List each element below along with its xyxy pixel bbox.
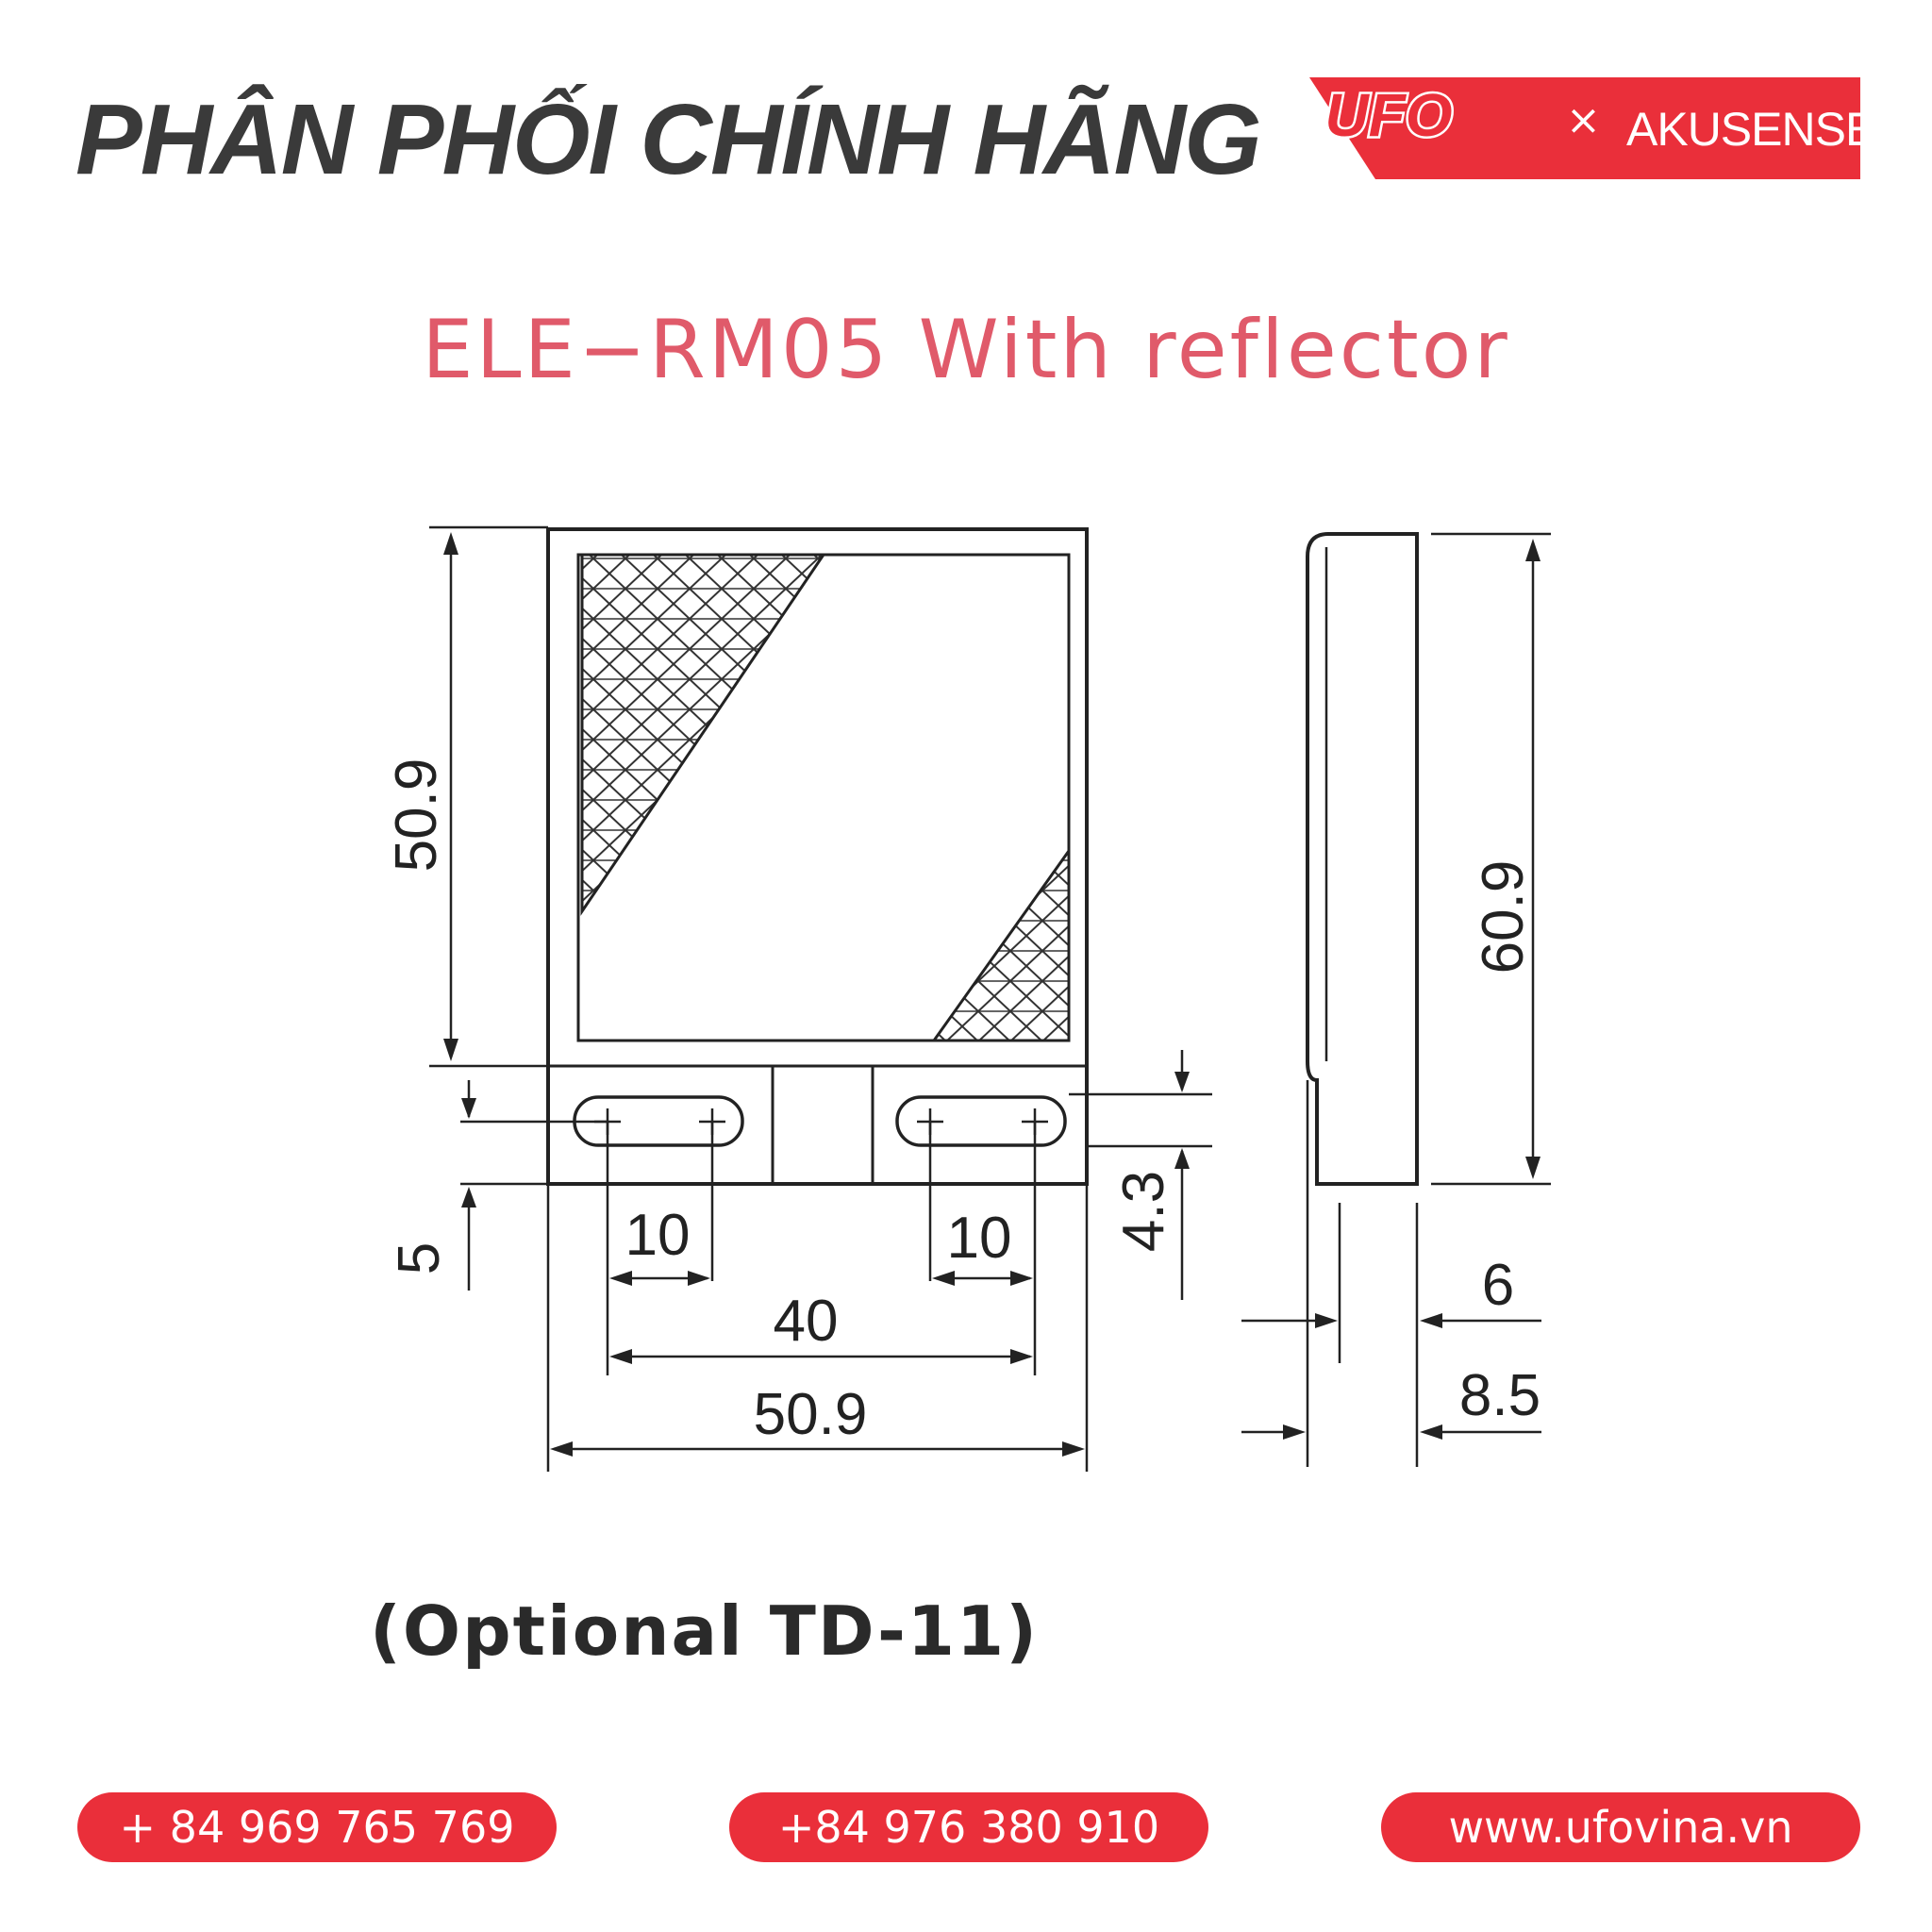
- front-view-dimension-labels: 50.9 5 4.3 10 10 40 50.9: [384, 758, 1176, 1447]
- front-body-outline: [546, 527, 1089, 1186]
- dim-front-height: 50.9: [384, 758, 449, 873]
- website-link[interactable]: www.ufovina.vn: [1381, 1792, 1860, 1862]
- mounting-slot-right: [895, 1095, 1067, 1147]
- dim-front-width: 50.9: [754, 1382, 868, 1447]
- dim-side-height: 60.9: [1471, 860, 1536, 974]
- banner-background: [1309, 77, 1860, 179]
- dim-slot-offset-right: 4.3: [1111, 1171, 1176, 1252]
- phone-1-button[interactable]: + 84 969 765 769: [77, 1792, 557, 1862]
- brand-partner: AKUSENSE: [1626, 103, 1876, 156]
- brand-separator: ×: [1566, 96, 1601, 144]
- front-view-dimensions: [429, 525, 1212, 1472]
- brand-banner: UFO × AKUSENSE: [1309, 77, 1876, 179]
- dim-side-depth-total: 8.5: [1459, 1363, 1541, 1428]
- reflector-pattern-lower-edge: [931, 846, 1071, 1042]
- side-view-dimensions: [1241, 532, 1551, 1467]
- dim-slot-offset-left: 5: [387, 1242, 452, 1274]
- model-title: ELE−RM05 With reflector: [422, 303, 1510, 397]
- brand-logo: UFO: [1323, 79, 1455, 152]
- dim-slot-left-length: 10: [625, 1203, 691, 1268]
- dim-side-depth-body: 6: [1482, 1253, 1514, 1318]
- dim-hole-pitch: 40: [774, 1289, 839, 1354]
- headline: PHÂN PHỐI CHÍNH HÃNG: [75, 84, 1262, 195]
- optional-accessory-note: (Optional TD-11): [370, 1591, 1040, 1671]
- side-view-dimension-labels: 60.9 6 8.5: [1459, 860, 1541, 1428]
- dim-slot-right-length: 10: [947, 1206, 1012, 1271]
- side-body-outline: [1306, 532, 1419, 1186]
- front-view: [546, 527, 1089, 1186]
- svg-text:UFO: UFO: [1324, 81, 1452, 149]
- side-view: [1306, 532, 1419, 1186]
- reflector-pattern-upper-edge: [580, 553, 826, 916]
- phone-2-button[interactable]: +84 976 380 910: [729, 1792, 1208, 1862]
